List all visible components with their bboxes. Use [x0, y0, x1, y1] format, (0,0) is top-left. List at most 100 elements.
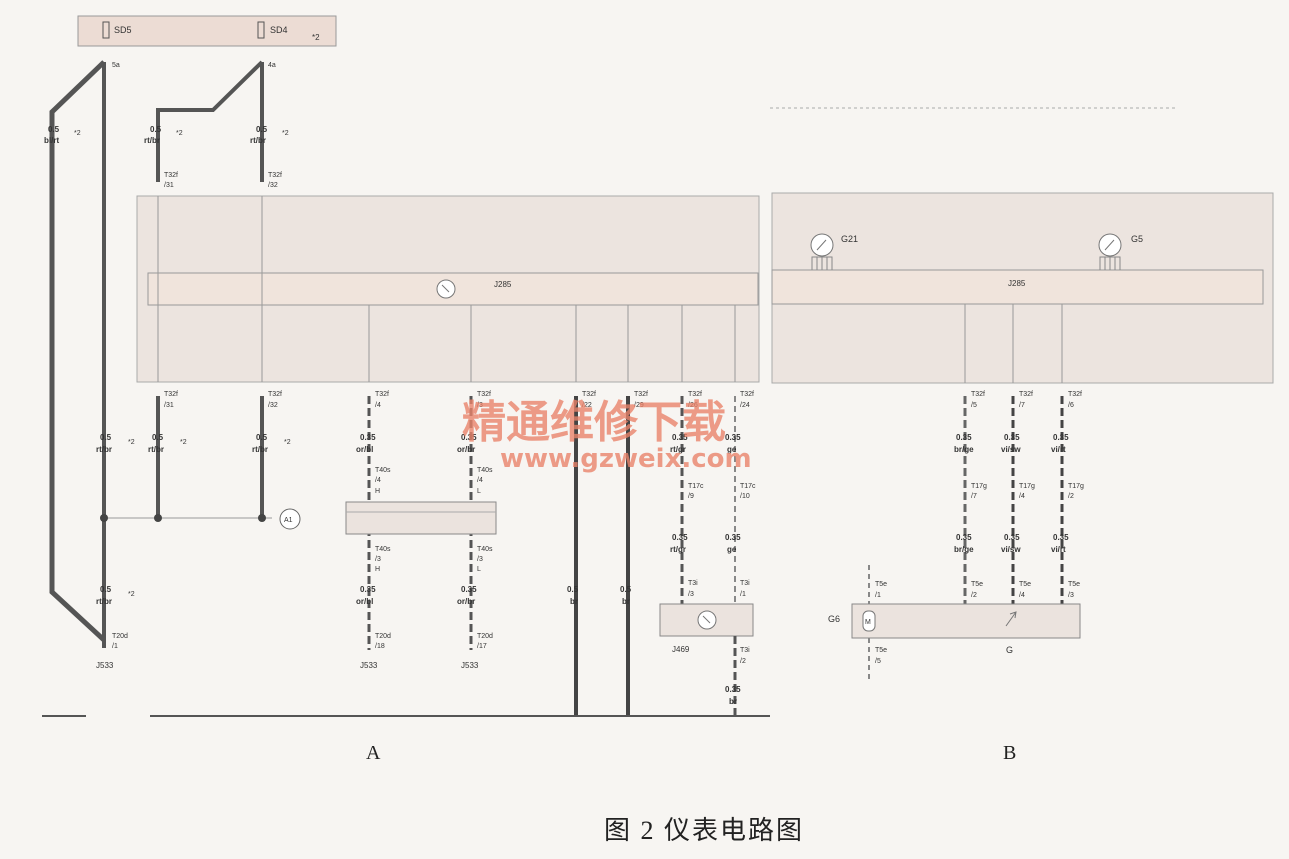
wmid-1-size: 0.5 — [100, 433, 112, 442]
wire-top-2-color: rt/br — [144, 136, 160, 145]
wmid-3-size: 0.5 — [256, 433, 268, 442]
t17g-3: T17g — [1068, 483, 1084, 490]
top-conn-2-pin: /32 — [268, 182, 278, 189]
t40-4-ch: L — [477, 566, 481, 573]
wmid-4-size: 0.35 — [360, 433, 376, 442]
fuse-sd5-icon — [102, 21, 110, 39]
wire-top-2-note: *2 — [176, 130, 183, 137]
t17g-connector-labels: T17g /7 T17g /4 T17g /2 — [971, 483, 1084, 500]
t5e-4-pin: /3 — [1068, 592, 1074, 599]
fuse-note: *2 — [312, 33, 320, 42]
watermark-text-cn: 精通维修下载 — [462, 397, 726, 448]
wlow-1-color: rt/br — [96, 597, 112, 606]
wb-3-size: 0.35 — [1053, 433, 1069, 442]
j533-label-3: J533 — [461, 661, 479, 670]
wmid-7-size: 0.35 — [725, 433, 741, 442]
wlow-4-color: br — [570, 597, 578, 606]
t3-3: T3i — [740, 647, 750, 654]
sender-g-resistor-icon — [1005, 611, 1017, 627]
wmid-3-color: rt/br — [252, 445, 268, 454]
bconn-b-3-pin: /6 — [1068, 402, 1074, 409]
t3-2: T3i — [740, 580, 750, 587]
wb-5-color: vi/sw — [1001, 545, 1021, 554]
t17g-1: T17g — [971, 483, 987, 490]
t17g-3-pin: /2 — [1068, 493, 1074, 500]
wlow-3-size: 0.35 — [461, 585, 477, 594]
gauge-g21-label: G21 — [841, 234, 858, 244]
wlow-1-note: *2 — [128, 591, 135, 598]
gauge-g5-base — [1099, 256, 1121, 270]
wlow-3-color: or/br — [457, 597, 475, 606]
t17c-2-pin: /10 — [740, 493, 750, 500]
sender-g6-label: G6 — [828, 614, 840, 624]
t17c-2: T17c — [740, 483, 756, 490]
gauge-g5-label: G5 — [1131, 234, 1143, 244]
bottom-connector-labels-a: T32f /31 T32f /32 T32f /4 T32f /3 T32f /… — [164, 391, 754, 409]
t40-2: T40s — [477, 467, 493, 474]
bconn-a-3-pin: /4 — [375, 402, 381, 409]
top-conn-2: T32f — [268, 172, 282, 179]
t20-connector-labels: T20d /1 T20d /18 T20d /17 J533 J533 J533 — [96, 633, 493, 670]
wb-6-color: vi/rt — [1051, 545, 1066, 554]
t40-4-pin: /3 — [477, 556, 483, 563]
t20-1-pin: /1 — [112, 643, 118, 650]
j469-icon-needle — [702, 615, 711, 624]
t20-1: T20d — [112, 633, 128, 640]
wb-6-size: 0.35 — [1053, 533, 1069, 542]
bconn-b-3: T32f — [1068, 391, 1082, 398]
t5e-3: T5e — [1019, 581, 1031, 588]
bconn-b-2: T32f — [1019, 391, 1033, 398]
j469-label: J469 — [672, 645, 690, 654]
top-conn-1: T32f — [164, 172, 178, 179]
splice-node-3 — [258, 514, 266, 522]
bconn-a-7: T32f — [688, 391, 702, 398]
wb-4-color: br/ge — [954, 545, 974, 554]
wlow-5-size: 0.5 — [620, 585, 632, 594]
watermark-text-url: www.gzweix.com — [500, 444, 752, 474]
wb-5-size: 0.35 — [1004, 533, 1020, 542]
t40-connector-labels: T40s /4 H T40s /4 L T40s /3 H T40s /3 L — [375, 467, 493, 573]
t17g-2: T17g — [1019, 483, 1035, 490]
j533-label-1: J533 — [96, 661, 114, 670]
bconn-a-6: T32f — [634, 391, 648, 398]
wire-labels-low-a: 0.5 rt/br *2 0.35 or/bl 0.35 or/br 0.5 b… — [96, 533, 741, 706]
wb-3-color: vi/rt — [1051, 445, 1066, 454]
wire-top-2-size: 0.5 — [150, 125, 162, 134]
t5e-5: T5e — [875, 647, 887, 654]
t40-3-ch: H — [375, 566, 380, 573]
t5e-5-pin: /5 — [875, 658, 881, 665]
sender-g6-icon — [862, 610, 876, 632]
t40-3-pin: /3 — [375, 556, 381, 563]
wlow-5-color: br — [622, 597, 630, 606]
wlow-7-color: ge — [727, 545, 737, 554]
bconn-a-8: T32f — [740, 391, 754, 398]
wmid-2-size: 0.5 — [152, 433, 164, 442]
wlow-1-size: 0.5 — [100, 585, 112, 594]
wire-top-3-color: rt/br — [250, 136, 266, 145]
t20-2-pin: /18 — [375, 643, 385, 650]
wb-1-size: 0.35 — [956, 433, 972, 442]
wire-labels-top: 0.5 bl/rt *2 0.5 rt/br *2 0.5 rt/br *2 — [44, 125, 289, 145]
t20-2: T20d — [375, 633, 391, 640]
top-connector-labels: T32f /31 T32f /32 — [164, 172, 282, 189]
t40-2-pin: /4 — [477, 477, 483, 484]
wmid-2-color: rt/br — [148, 445, 164, 454]
gauge-g21-needle — [816, 239, 827, 251]
figure-caption: 图 2 仪表电路图 — [604, 816, 805, 845]
bconn-a-7-pin: /26 — [688, 402, 698, 409]
wlow-4-size: 0.5 — [567, 585, 579, 594]
wire-bl-rt — [49, 60, 106, 642]
t3-1: T3i — [688, 580, 698, 587]
t40-4: T40s — [477, 546, 493, 553]
wire-labels-mid-a: 0.5 rt/br *2 0.5 rt/br *2 0.5 rt/br *2 0… — [96, 433, 741, 454]
t20-3-pin: /17 — [477, 643, 487, 650]
fuse-sd4-label: SD4 — [270, 25, 288, 35]
bconn-a-5-pin: /22 — [582, 402, 592, 409]
t5e-3-pin: /4 — [1019, 592, 1025, 599]
t5e-1: T5e — [875, 581, 887, 588]
t3-1-pin: /3 — [688, 591, 694, 598]
bconn-a-1-pin: /31 — [164, 402, 174, 409]
t40-1: T40s — [375, 467, 391, 474]
wlow-6-size: 0.35 — [672, 533, 688, 542]
splice-a1-label: A1 — [284, 517, 293, 524]
